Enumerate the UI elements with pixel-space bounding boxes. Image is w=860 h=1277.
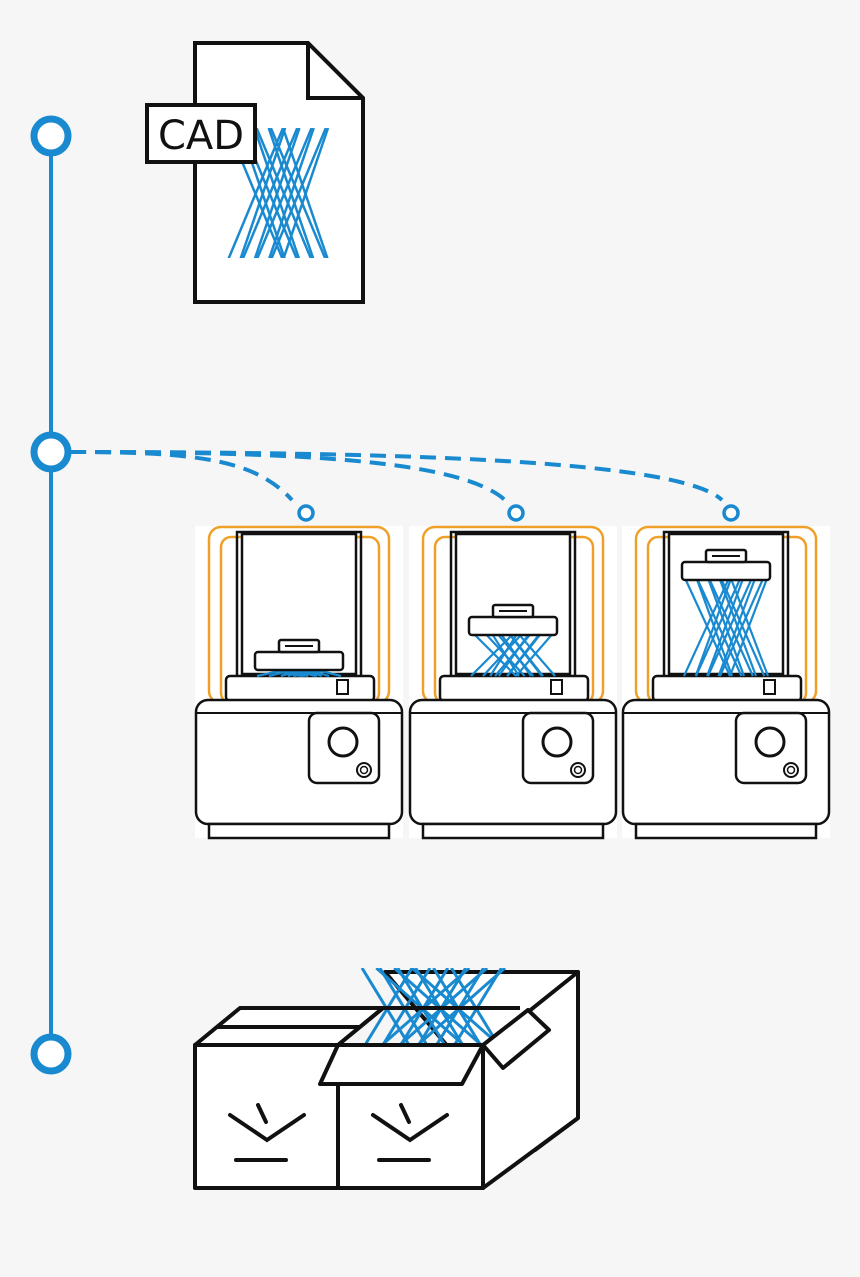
box-right-flap-side	[481, 1008, 551, 1070]
timeline-node-print	[30, 431, 72, 473]
printer-cover-top	[449, 530, 577, 573]
box-left-front	[193, 1043, 340, 1190]
printer-small-button	[356, 762, 372, 778]
printer-row	[194, 525, 831, 840]
cad-fiber-pattern	[226, 128, 330, 258]
printed-strand	[515, 630, 556, 677]
printer-button-icon	[541, 726, 573, 758]
printer-1	[194, 525, 404, 840]
printer-tank-tab	[763, 679, 776, 695]
printer-foot	[207, 822, 391, 840]
cad-fiber	[241, 128, 299, 258]
printed-strand	[718, 575, 766, 677]
cad-fiber	[256, 128, 313, 258]
build-platform	[253, 650, 345, 672]
connector-printer-1	[69, 450, 294, 502]
cad-fiber	[281, 128, 329, 258]
box-right-arrow-tick	[399, 1103, 411, 1124]
cad-fiber	[270, 128, 328, 258]
printer-small-button	[783, 762, 799, 778]
printer-foot	[421, 822, 605, 840]
timeline-node-design	[30, 115, 72, 157]
printer-small-button	[570, 762, 586, 778]
printed-strand	[470, 630, 517, 677]
cad-label: CAD	[158, 113, 244, 159]
printer-cover-top	[662, 530, 790, 573]
cad-fiber	[267, 128, 315, 258]
box-right	[318, 1006, 551, 1190]
printed-strand	[728, 575, 770, 677]
printer-foot	[634, 822, 818, 840]
box-right-flap-back	[336, 1006, 520, 1047]
printed-strand	[683, 575, 731, 677]
printed-strand	[706, 575, 746, 677]
connector-dot-1	[297, 504, 315, 522]
box-right-arrow-icon	[371, 1113, 449, 1143]
cad-label-box	[145, 103, 257, 164]
printed-strand	[506, 630, 544, 677]
connector-printer-3	[69, 450, 724, 502]
timeline-node-ship	[30, 1033, 72, 1075]
printer-small-button-inner	[786, 765, 796, 775]
printed-part	[470, 630, 556, 677]
connector-dot-2	[507, 504, 525, 522]
printer-button-icon	[327, 726, 359, 758]
printer-connectors	[69, 450, 724, 502]
connector-dot-3	[722, 504, 740, 522]
box-markings	[228, 1103, 449, 1162]
box-right-flap-front	[318, 1043, 485, 1086]
printer-cover-top	[235, 530, 363, 573]
printed-part	[683, 575, 770, 677]
printer-2	[408, 525, 618, 840]
box-left-arrow-tick	[256, 1103, 268, 1124]
printer-resin-tank	[438, 674, 590, 703]
printer-3	[621, 525, 831, 840]
printer-button-icon	[754, 726, 786, 758]
printer-resin-tank	[224, 674, 376, 703]
cad-fiber	[227, 128, 285, 258]
box-left-arrow-icon	[228, 1113, 306, 1143]
printer-small-button-inner	[573, 765, 583, 775]
cad-fiber	[253, 128, 301, 258]
printed-strand	[706, 575, 754, 677]
build-platform	[680, 560, 772, 582]
document-fold	[306, 43, 363, 100]
printed-strand	[717, 575, 758, 677]
printer-window	[667, 532, 785, 676]
cad-file-icon: CAD	[145, 41, 365, 304]
printed-strand	[694, 575, 743, 677]
printer-small-button-inner	[359, 765, 369, 775]
printed-strand	[497, 630, 532, 677]
build-platform	[467, 615, 559, 637]
printer-tank-tab	[336, 679, 349, 695]
printer-resin-tank	[651, 674, 803, 703]
timeline	[30, 115, 72, 1075]
printer-tank-tab	[550, 679, 563, 695]
